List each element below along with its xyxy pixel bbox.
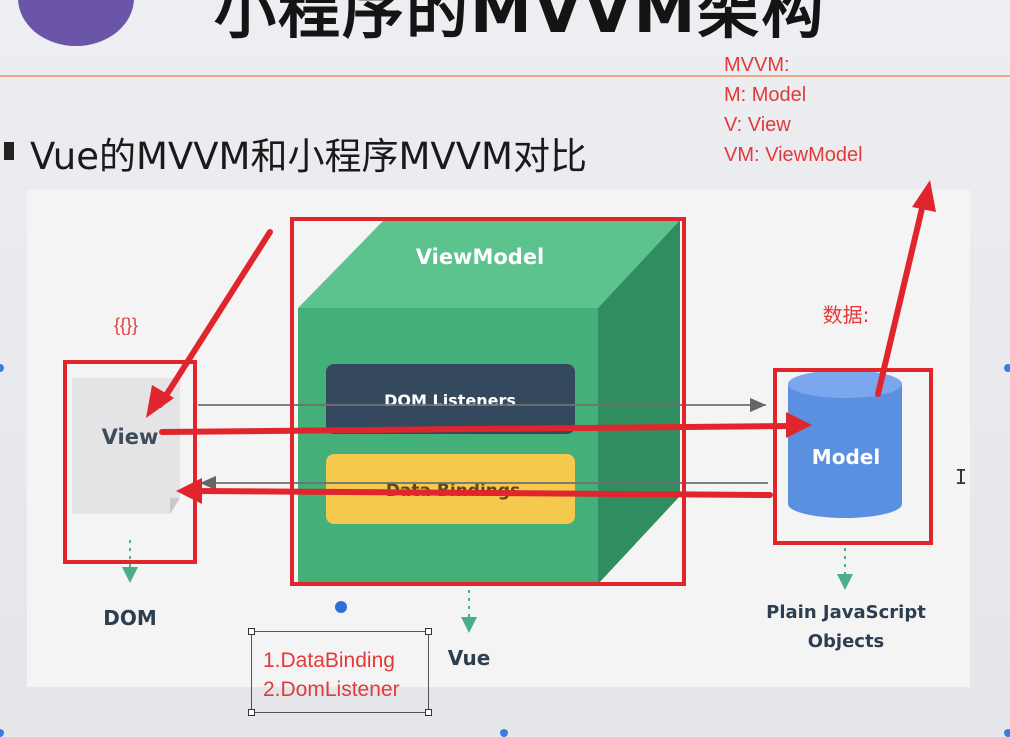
mvvm-annotation-line: M: Model (724, 84, 807, 106)
dom-listeners-box (326, 364, 575, 434)
data-bindings-box (326, 454, 575, 524)
selection-handle[interactable] (0, 729, 4, 737)
mvvm-annotation-line: V: View (724, 114, 791, 136)
red-arrow-to-view (157, 229, 273, 408)
blue-dot (335, 601, 347, 613)
mvvm-annotation: MVVM: M: Model V: View VM: ViewModel (724, 50, 863, 170)
viewmodel-highlight-rect (290, 217, 686, 586)
bullet-icon (4, 142, 14, 160)
plain-js-label: Plain JavaScript (766, 602, 926, 623)
viewmodel-cube-front (298, 308, 598, 584)
annotation-note-line: 2.DomListener (263, 678, 400, 701)
selection-handle[interactable] (0, 364, 4, 372)
resize-handle[interactable] (425, 709, 432, 716)
text-cursor-icon: I (955, 465, 968, 489)
selection-handle[interactable] (1004, 364, 1010, 372)
view-highlight-rect (63, 360, 197, 564)
annotation-notes: 1.DataBinding 2.DomListener (263, 646, 400, 704)
annotation-note-line: 1.DataBinding (263, 649, 395, 672)
mvvm-annotation-line: MVVM: (724, 54, 790, 76)
resize-handle[interactable] (248, 709, 255, 716)
slide-subtitle: Vue的MVVM和小程序MVVM对比 (30, 135, 587, 178)
viewmodel-cube-top (298, 220, 680, 308)
mvvm-annotation-line: VM: ViewModel (724, 144, 863, 166)
plain-js-label-2: Objects (808, 631, 885, 652)
red-arrow-model-to-view (195, 488, 773, 498)
slide-title: 小程序的MVVM架构 (214, 0, 826, 47)
view-label: View (102, 425, 159, 449)
dom-listeners-label: DOM Listeners (384, 391, 516, 410)
resize-handle[interactable] (425, 628, 432, 635)
selection-handle[interactable] (1004, 729, 1010, 737)
view-binding-annotation: {{}} (114, 315, 138, 335)
red-arrow-model-to-annotation (875, 197, 927, 397)
model-label: Model (812, 445, 880, 469)
resize-handle[interactable] (248, 628, 255, 635)
model-highlight-rect (773, 368, 933, 545)
title-divider (0, 75, 1010, 77)
model-cylinder (788, 384, 902, 518)
annotation-textbox[interactable] (251, 631, 429, 713)
vue-label: Vue (448, 646, 491, 670)
selection-handle[interactable] (500, 729, 508, 737)
model-data-annotation: 数据: (823, 303, 870, 327)
dom-label: DOM (103, 606, 157, 630)
red-arrow-view-to-model (159, 423, 793, 435)
viewmodel-label: ViewModel (416, 245, 545, 269)
